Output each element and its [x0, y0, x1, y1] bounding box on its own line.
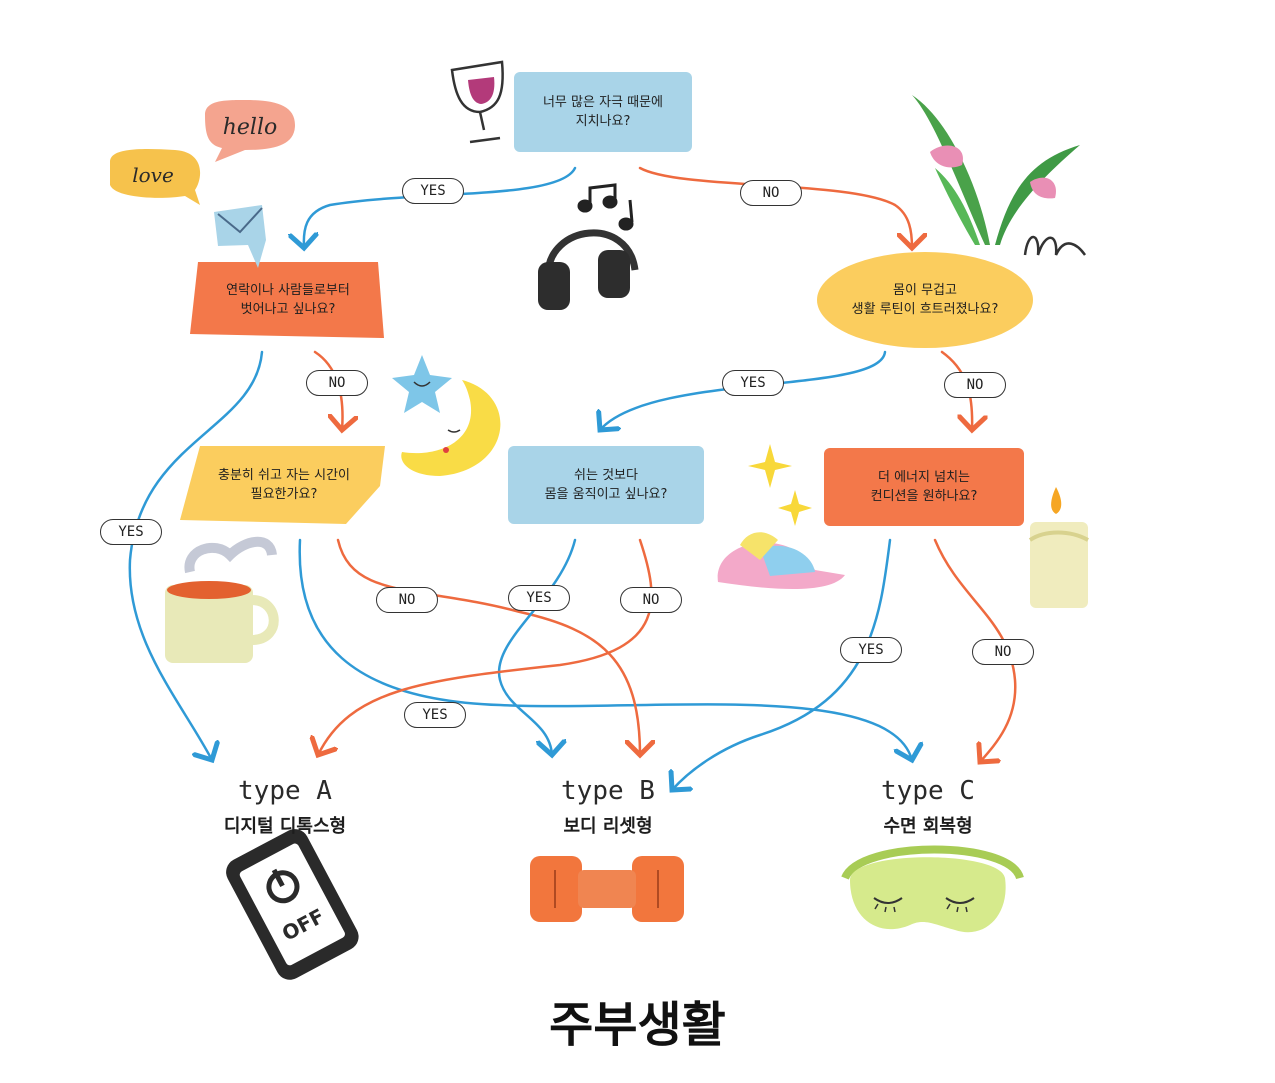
question-box-bg-3 [817, 252, 1033, 348]
result-c-name: 수면 회복형 [883, 816, 973, 837]
star-icon [392, 355, 452, 413]
yes-label-q5: YES [508, 585, 570, 611]
question-box-bg-6 [824, 448, 1024, 526]
question-5-line-2: 몸을 움직이고 싶나요? [544, 487, 668, 502]
publication-title: 주부생활 [549, 997, 726, 1053]
yes-label-q1: YES [402, 178, 464, 204]
no-label-q3: NO [944, 372, 1006, 398]
result-a-type: type A [238, 776, 332, 806]
arrow-q1-yes [304, 166, 577, 248]
yes-label-q4: YES [404, 702, 466, 728]
question-box-bg-1 [514, 72, 692, 152]
question-5-line-1: 쉬는 것보다 [574, 468, 638, 483]
question-6-line-1: 더 에너지 넘치는 [878, 470, 970, 485]
sleep-mask-icon [841, 845, 1024, 933]
no-label-q5: NO [620, 587, 682, 613]
envelope-icon [214, 205, 266, 268]
question-1-line-2: 지치나요? [575, 114, 631, 129]
dumbbell-icon [530, 856, 684, 922]
no-label-q1: NO [740, 180, 802, 206]
result-c-type: type C [881, 776, 975, 806]
yes-label-q6: YES [840, 637, 902, 663]
result-a-name: 디지털 디톡스형 [223, 816, 347, 837]
question-2-line-2: 벗어나고 싶나요? [240, 302, 336, 317]
result-b-name: 보디 리셋형 [563, 816, 653, 837]
question-box-bg-4 [180, 446, 385, 524]
arrow-q5-yes [497, 538, 577, 755]
sparkle-icon [748, 444, 812, 526]
result-b-type: type B [561, 776, 655, 806]
question-6-line-2: 컨디션을 원하나요? [870, 489, 978, 504]
question-4-line-2: 필요한가요? [250, 487, 318, 502]
arrow-q2-yes [128, 350, 264, 760]
cap-icon [717, 532, 845, 590]
question-4-line-1: 충분히 쉬고 자는 시간이 [218, 468, 350, 483]
yes-label-q2: YES [100, 519, 162, 545]
plant-icon [912, 95, 1087, 256]
phone-off-icon: OFF [226, 829, 359, 980]
no-label-q4: NO [376, 587, 438, 613]
arrow-q1-no [638, 166, 912, 248]
question-box-bg-2 [190, 262, 384, 338]
arrow-q6-yes [672, 538, 892, 790]
yes-label-q3: YES [722, 370, 784, 396]
music-note-icon [577, 183, 634, 231]
candle-icon [1028, 487, 1089, 608]
mug-icon [165, 536, 279, 663]
question-1-line-1: 너무 많은 자극 때문에 [542, 95, 664, 110]
wine-glass-icon [450, 60, 504, 144]
no-label-q2: NO [306, 370, 368, 396]
headphones-icon [538, 229, 639, 310]
arrow-q4-yes [298, 538, 912, 760]
hello-text: hello [223, 115, 278, 140]
arrow-q4-no [336, 538, 640, 755]
no-label-q6: NO [972, 639, 1034, 665]
arrow-q6-no [933, 538, 1017, 762]
question-3-line-1: 몸이 무겁고 [893, 283, 957, 298]
question-3-line-2: 생활 루틴이 흐트러졌나요? [851, 302, 999, 317]
moon-icon [401, 380, 501, 476]
love-text: love [132, 163, 174, 187]
question-box-bg-5 [508, 446, 704, 524]
question-2-line-1: 연락이나 사람들로부터 [226, 283, 350, 298]
speech-bubble-icon: hello love [110, 100, 295, 205]
